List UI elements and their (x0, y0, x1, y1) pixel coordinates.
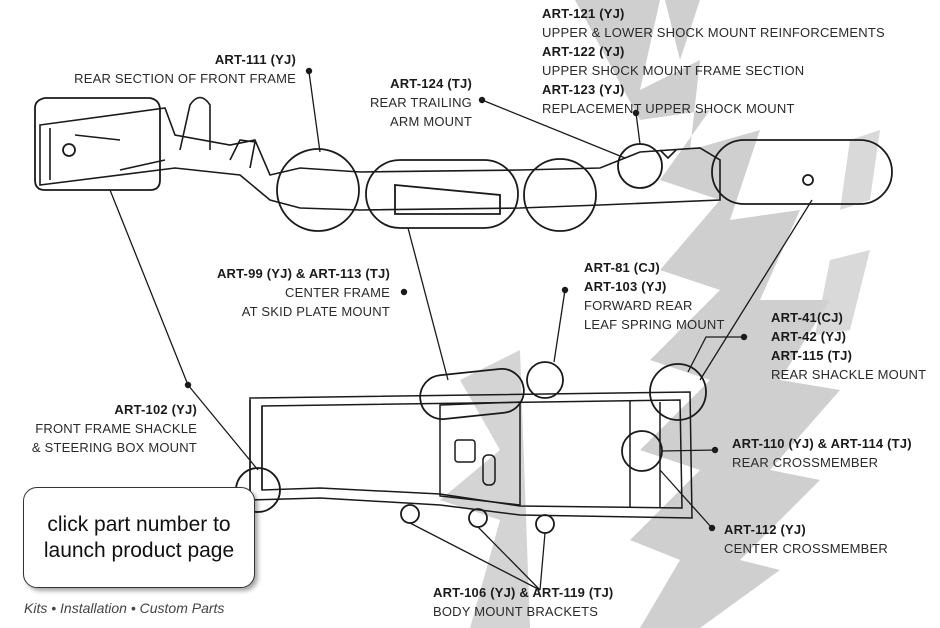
desc-art-41: REAR SHACKLE MOUNT (771, 367, 927, 382)
callout-line-2: launch product page (43, 538, 235, 562)
part-link-art-112[interactable]: ART-112 (YJ) (724, 522, 806, 537)
detail-circles-top (34, 97, 893, 232)
desc-art-111: REAR SECTION OF FRONT FRAME (74, 71, 296, 86)
label-art-99: ART-99 (YJ) & ART-113 (TJ) CENTER FRAME … (150, 264, 390, 321)
label-art-124: ART-124 (TJ) REAR TRAILING ARM MOUNT (330, 74, 472, 131)
part-link-art-110[interactable]: ART-110 (YJ) & ART-114 (TJ) (732, 436, 912, 451)
label-art-81: ART-81 (CJ) ART-103 (YJ) FORWARD REAR LE… (584, 258, 725, 334)
footer-tagline: Kits • Installation • Custom Parts (24, 600, 225, 616)
desc-art-99-line2: AT SKID PLATE MOUNT (241, 304, 390, 319)
click-hint-callout: click part number to launch product page (23, 487, 255, 588)
part-link-art-103[interactable]: ART-103 (YJ) (584, 279, 667, 294)
callout-line-1: click part number to (47, 512, 231, 536)
part-link-art-41[interactable]: ART-41(CJ) (771, 310, 844, 325)
part-link-art-123[interactable]: ART-123 (YJ) (542, 82, 625, 97)
frame-side-view (39, 96, 721, 211)
desc-art-102-line1: FRONT FRAME SHACKLE (35, 421, 197, 436)
desc-art-102-line2: & STEERING BOX MOUNT (31, 440, 197, 455)
part-link-art-81[interactable]: ART-81 (CJ) (584, 260, 660, 275)
part-link-art-122[interactable]: ART-122 (YJ) (542, 44, 625, 59)
part-link-art-42[interactable]: ART-42 (YJ) (771, 329, 847, 344)
leader-lines (109, 71, 813, 591)
desc-art-121: UPPER & LOWER SHOCK MOUNT REINFORCEMENTS (542, 25, 885, 40)
label-art-112: ART-112 (YJ) CENTER CROSSMEMBER (724, 520, 888, 558)
desc-art-123: REPLACEMENT UPPER SHOCK MOUNT (542, 101, 795, 116)
label-art-111: ART-111 (YJ) REAR SECTION OF FRONT FRAME (40, 50, 296, 88)
part-link-art-102[interactable]: ART-102 (YJ) (114, 402, 197, 417)
label-art-110: ART-110 (YJ) & ART-114 (TJ) REAR CROSSME… (732, 434, 912, 472)
part-link-art-111[interactable]: ART-111 (YJ) (214, 52, 296, 67)
desc-art-124-line1: REAR TRAILING (369, 95, 472, 110)
desc-art-81-line1: FORWARD REAR (584, 298, 693, 313)
part-link-art-121[interactable]: ART-121 (YJ) (542, 6, 625, 21)
desc-art-122: UPPER SHOCK MOUNT FRAME SECTION (542, 63, 805, 78)
desc-art-124-line2: ARM MOUNT (390, 114, 472, 129)
label-art-102: ART-102 (YJ) FRONT FRAME SHACKLE & STEER… (10, 400, 197, 457)
desc-art-112: CENTER CROSSMEMBER (724, 541, 888, 556)
desc-art-99-line1: CENTER FRAME (285, 285, 390, 300)
label-art-41: ART-41(CJ) ART-42 (YJ) ART-115 (TJ) REAR… (771, 308, 926, 384)
label-art-106: ART-106 (YJ) & ART-119 (TJ) BODY MOUNT B… (433, 583, 613, 621)
desc-art-106: BODY MOUNT BRACKETS (433, 604, 599, 619)
part-link-art-115[interactable]: ART-115 (TJ) (771, 348, 853, 363)
tire-track-background (440, 0, 880, 628)
part-link-art-99[interactable]: ART-99 (YJ) & ART-113 (TJ) (216, 266, 390, 281)
desc-art-81-line2: LEAF SPRING MOUNT (584, 317, 725, 332)
label-art-121-123: ART-121 (YJ) UPPER & LOWER SHOCK MOUNT R… (542, 4, 885, 118)
desc-art-110: REAR CROSSMEMBER (732, 455, 879, 470)
part-link-art-106[interactable]: ART-106 (YJ) & ART-119 (TJ) (433, 585, 614, 600)
part-link-art-124[interactable]: ART-124 (TJ) (390, 76, 472, 91)
leader-dots (184, 67, 748, 532)
